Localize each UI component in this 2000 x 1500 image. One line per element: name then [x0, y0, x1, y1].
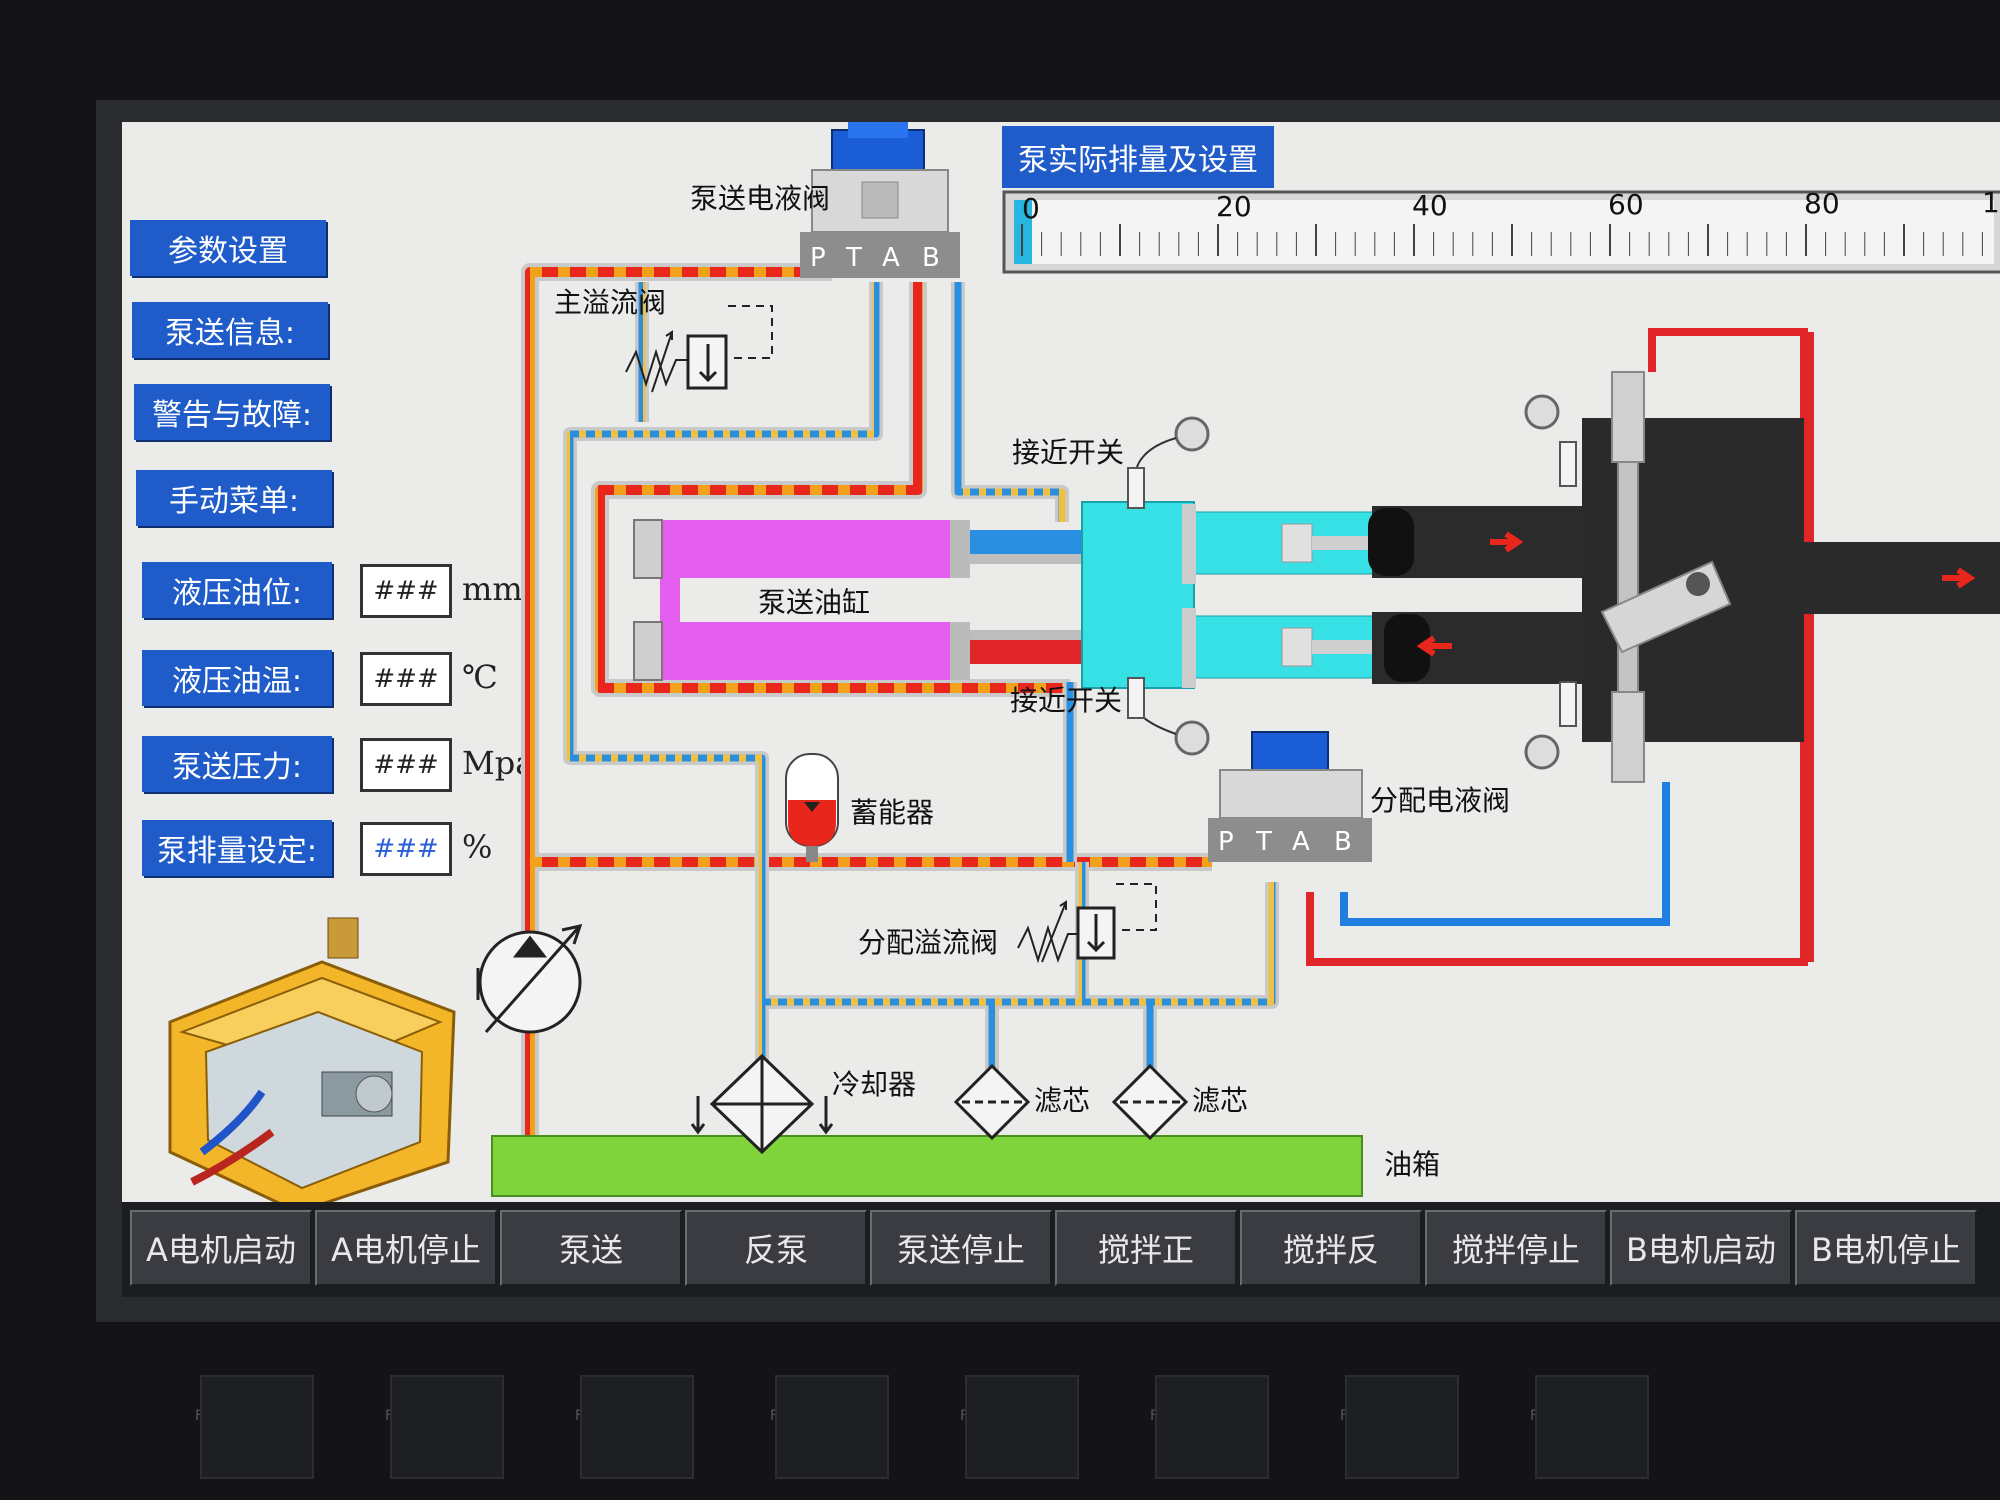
oil-tank: [491, 1135, 1363, 1197]
menu-warnings-faults[interactable]: 警告与故障:: [134, 384, 330, 440]
proximity-switch-top: [1127, 416, 1210, 509]
pump-button[interactable]: 泵送: [500, 1210, 682, 1286]
pump-stop-button[interactable]: 泵送停止: [870, 1210, 1052, 1286]
hw-key-f3[interactable]: [580, 1375, 694, 1479]
hw-key-f8[interactable]: [1535, 1375, 1649, 1479]
displacement-scale: 0 20 40 60 80 10: [1002, 186, 2000, 274]
distribution-relief-valve: [1017, 883, 1157, 964]
port-t: T: [1255, 827, 1272, 857]
water-tank-and-pistons: [1081, 501, 1582, 689]
displacement-set-input[interactable]: ###: [360, 822, 452, 876]
proximity-switch-bottom: [1127, 677, 1210, 756]
scale-labels: 0 20 40 60 80 10: [1022, 186, 2000, 225]
menu-manual[interactable]: 手动菜单:: [136, 470, 332, 526]
scale-tick-label: 10: [1982, 186, 2000, 219]
port-t: T: [845, 243, 862, 273]
a-motor-start-button[interactable]: A电机启动: [130, 1210, 312, 1286]
dist-relief-label: 分配溢流阀: [858, 926, 998, 959]
param-label: 液压油位:: [142, 562, 332, 618]
oil-level-value: ###: [360, 564, 452, 618]
accumulator-label: 蓄能器: [850, 796, 934, 829]
main-relief-valve: [625, 305, 773, 393]
port-b: B: [1334, 827, 1352, 857]
param-label: 液压油温:: [142, 650, 332, 706]
pump-electro-hydraulic-valve[interactable]: P T A B: [800, 122, 960, 278]
hydraulic-diagram: 0 20 40 60 80 10: [168, 122, 2000, 1202]
scale-tick-label: 60: [1608, 188, 1644, 221]
reverse-pump-button[interactable]: 反泵: [685, 1210, 867, 1286]
hydraulic-power-unit-image: [168, 917, 456, 1202]
prox-switch-bottom-label: 接近开关: [1010, 684, 1122, 717]
hmi-screen: 参数设置 泵送信息: 警告与故障: 手动菜单: 液压油位: ### mm 液压油…: [122, 122, 2000, 1297]
proximity-switch-right-top: [1524, 394, 1577, 487]
hw-key-f5[interactable]: [965, 1375, 1079, 1479]
pump-valve-label: 泵送电液阀: [690, 182, 830, 215]
mix-stop-button[interactable]: 搅拌停止: [1425, 1210, 1607, 1286]
accumulator: [785, 753, 839, 862]
scale-tick-label: 40: [1412, 189, 1448, 222]
param-label: 泵送压力:: [142, 736, 332, 792]
distribution-electro-hydraulic-valve[interactable]: P T A B: [1208, 731, 1372, 862]
mix-reverse-button[interactable]: 搅拌反: [1240, 1210, 1422, 1286]
hw-key-f2[interactable]: [390, 1375, 504, 1479]
scale-tick-label: 80: [1804, 187, 1840, 220]
filter-2-label: 滤芯: [1192, 1084, 1248, 1117]
menu-param-settings[interactable]: 参数设置: [130, 220, 326, 276]
b-motor-start-button[interactable]: B电机启动: [1610, 1210, 1792, 1286]
proximity-switch-right-bottom: [1524, 681, 1577, 770]
mix-forward-button[interactable]: 搅拌正: [1055, 1210, 1237, 1286]
displacement-set-unit: %: [462, 828, 493, 866]
dist-valve-label: 分配电液阀: [1370, 784, 1510, 817]
port-a: A: [882, 243, 900, 273]
main-relief-label: 主溢流阀: [554, 286, 666, 319]
cylinder-label: 泵送油缸: [758, 586, 870, 619]
main-pump: [476, 923, 583, 1034]
oil-temp-unit: ℃: [462, 658, 498, 696]
pressure-lines: [521, 263, 1212, 1170]
port-p: P: [1218, 827, 1234, 857]
b-motor-stop-button[interactable]: B电机停止: [1795, 1210, 1977, 1286]
cooler: [690, 1053, 834, 1155]
menu-pump-info[interactable]: 泵送信息:: [132, 302, 328, 358]
displacement-title: 泵实际排量及设置: [1002, 126, 1274, 188]
hw-key-f6[interactable]: [1155, 1375, 1269, 1479]
hw-key-f1[interactable]: [200, 1375, 314, 1479]
oil-level-unit: mm: [462, 570, 523, 608]
oil-temp-value: ###: [360, 652, 452, 706]
tank-label: 油箱: [1384, 1148, 1440, 1181]
cooler-label: 冷却器: [832, 1068, 916, 1101]
s-valve-hopper: [1582, 371, 2000, 783]
port-a: A: [1292, 827, 1310, 857]
prox-switch-top-label: 接近开关: [1012, 436, 1124, 469]
filter-2: [1111, 1063, 1189, 1141]
param-label: 泵排量设定:: [142, 820, 332, 876]
hw-key-f7[interactable]: [1345, 1375, 1459, 1479]
function-key-bar: A电机启动 A电机停止 泵送 反泵 泵送停止 搅拌正 搅拌反 搅拌停止 B电机启…: [122, 1202, 2000, 1297]
pump-pressure-value: ###: [360, 738, 452, 792]
scale-ticks: [1021, 224, 1983, 256]
a-motor-stop-button[interactable]: A电机停止: [315, 1210, 497, 1286]
filter-1: [953, 1063, 1031, 1141]
scale-tick-label: 20: [1216, 190, 1252, 223]
hw-key-f4[interactable]: [775, 1375, 889, 1479]
filter-1-label: 滤芯: [1034, 1084, 1090, 1117]
scale-tick-label: 0: [1022, 192, 1040, 225]
port-p: P: [810, 243, 826, 273]
port-b: B: [922, 243, 940, 273]
